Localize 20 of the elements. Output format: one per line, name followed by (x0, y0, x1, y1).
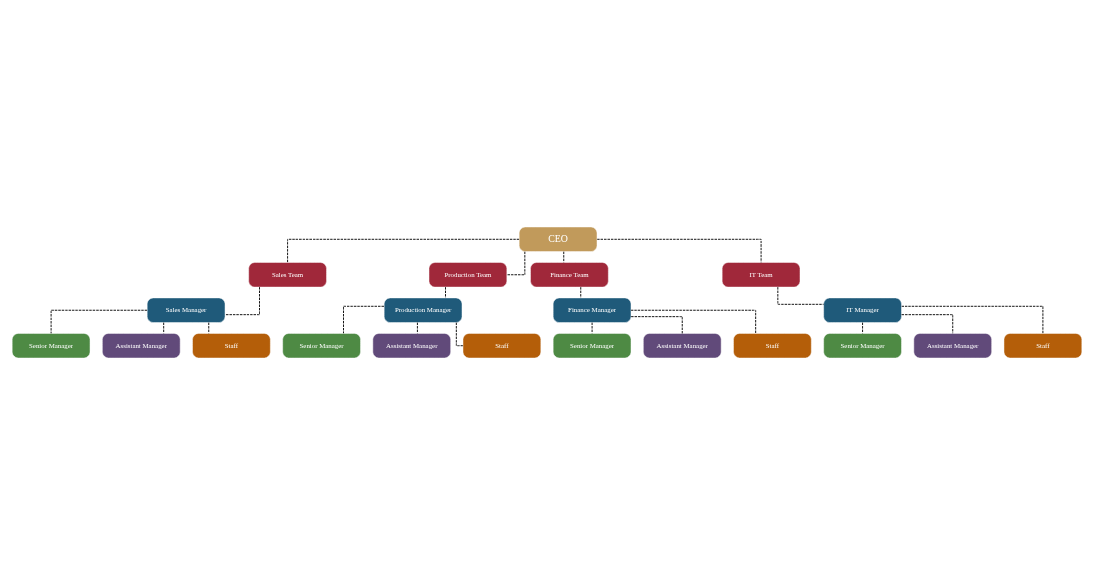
connector (416, 322, 418, 334)
connector (630, 309, 757, 334)
connector (777, 286, 825, 305)
connector (455, 322, 464, 347)
connector (50, 309, 148, 334)
connector (208, 322, 210, 334)
connector (901, 305, 1044, 334)
connector (224, 286, 260, 316)
connector (445, 286, 446, 299)
connector (287, 238, 520, 263)
connector (862, 322, 864, 334)
node-box: CEO (518, 226, 598, 252)
connector (901, 314, 954, 334)
connector (163, 322, 165, 334)
connector (580, 286, 582, 299)
connector (563, 251, 565, 263)
connector (596, 238, 762, 263)
connector (630, 316, 683, 334)
connector (343, 305, 385, 334)
connector (506, 251, 526, 276)
